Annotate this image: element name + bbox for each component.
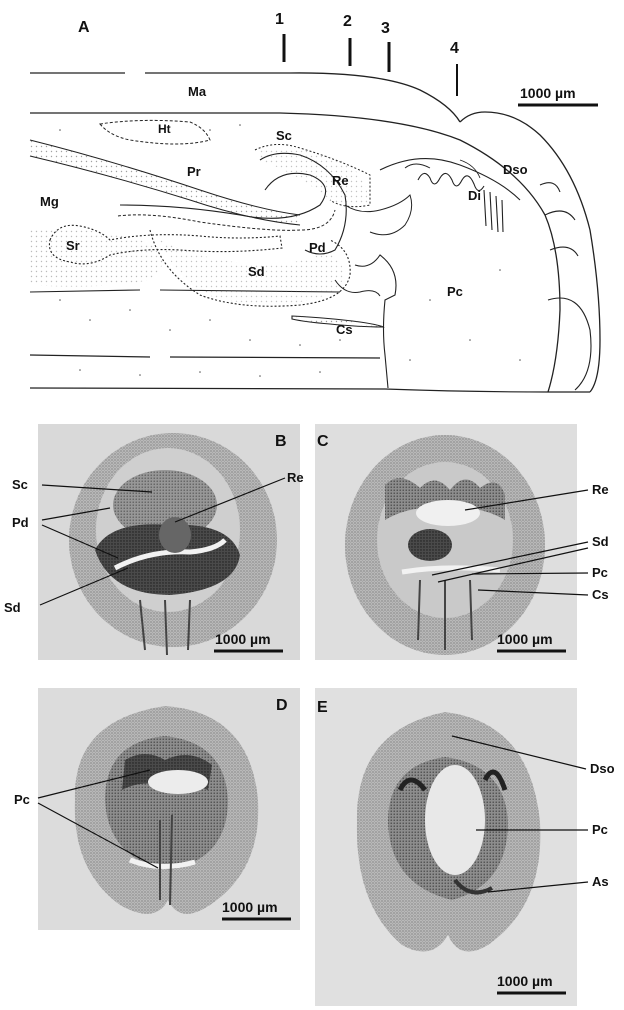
panel-e-scale-text: 1000 µm	[497, 973, 553, 989]
panel-c-label-pc: Pc	[592, 565, 608, 580]
section-marks: 1 2 3 4	[275, 11, 459, 96]
panel-c-label: C	[317, 433, 329, 450]
section-mark-3: 3	[381, 20, 390, 37]
section-mark-4: 4	[450, 40, 459, 57]
panel-a-label: A	[78, 19, 90, 36]
panel-e-label-pc: Pc	[592, 822, 608, 837]
body-outline	[30, 73, 600, 392]
label-re: Re	[332, 173, 349, 188]
label-pc: Pc	[447, 284, 463, 299]
label-sr: Sr	[66, 238, 80, 253]
panel-c-label-cs: Cs	[592, 587, 609, 602]
panel-c-scale-text: 1000 µm	[497, 631, 553, 647]
label-sd: Sd	[248, 264, 265, 279]
midgut-band	[30, 140, 300, 225]
panel-d-label: D	[276, 697, 288, 714]
panel-e: E Dso Pc As 1000 µm	[315, 688, 615, 1006]
label-pr: Pr	[187, 164, 201, 179]
label-pd: Pd	[309, 240, 326, 255]
digitate-gland	[405, 160, 503, 232]
panel-e-label-as: As	[592, 874, 609, 889]
panel-a: A 1 2 3 4 1000 µm	[30, 11, 600, 392]
label-cs: Cs	[336, 322, 353, 337]
panel-b-scale-text: 1000 µm	[215, 631, 271, 647]
heart-outline	[100, 120, 210, 144]
section-mark-2: 2	[343, 13, 352, 30]
label-dso: Dso	[503, 162, 528, 177]
panel-b-label-sd: Sd	[4, 600, 21, 615]
panel-d-scale-text: 1000 µm	[222, 899, 278, 915]
panel-a-scale-text: 1000 µm	[520, 85, 576, 101]
panel-b-label-pd: Pd	[12, 515, 29, 530]
panel-b-label-sc: Sc	[12, 477, 28, 492]
panel-b: B Sc Pd Sd Re 1000 µm	[4, 424, 304, 660]
panel-c-label-sd: Sd	[592, 534, 609, 549]
label-ht: Ht	[158, 122, 171, 136]
panel-c: C Re Sd Pc Cs 1000 µm	[315, 424, 609, 660]
mg-dots	[30, 229, 163, 287]
label-mg: Mg	[40, 194, 59, 209]
label-sc: Sc	[276, 128, 292, 143]
panel-c-label-re: Re	[592, 482, 609, 497]
panel-d-label-pc: Pc	[14, 792, 30, 807]
section-mark-1: 1	[275, 11, 284, 28]
panel-e-label-dso: Dso	[590, 761, 615, 776]
panel-b-label-re: Re	[287, 470, 304, 485]
panel-e-label: E	[317, 699, 328, 716]
panel-b-label: B	[275, 433, 287, 450]
panel-d: D Pc 1000 µm	[14, 688, 300, 930]
label-ma: Ma	[188, 84, 207, 99]
label-di: Di	[468, 188, 481, 203]
